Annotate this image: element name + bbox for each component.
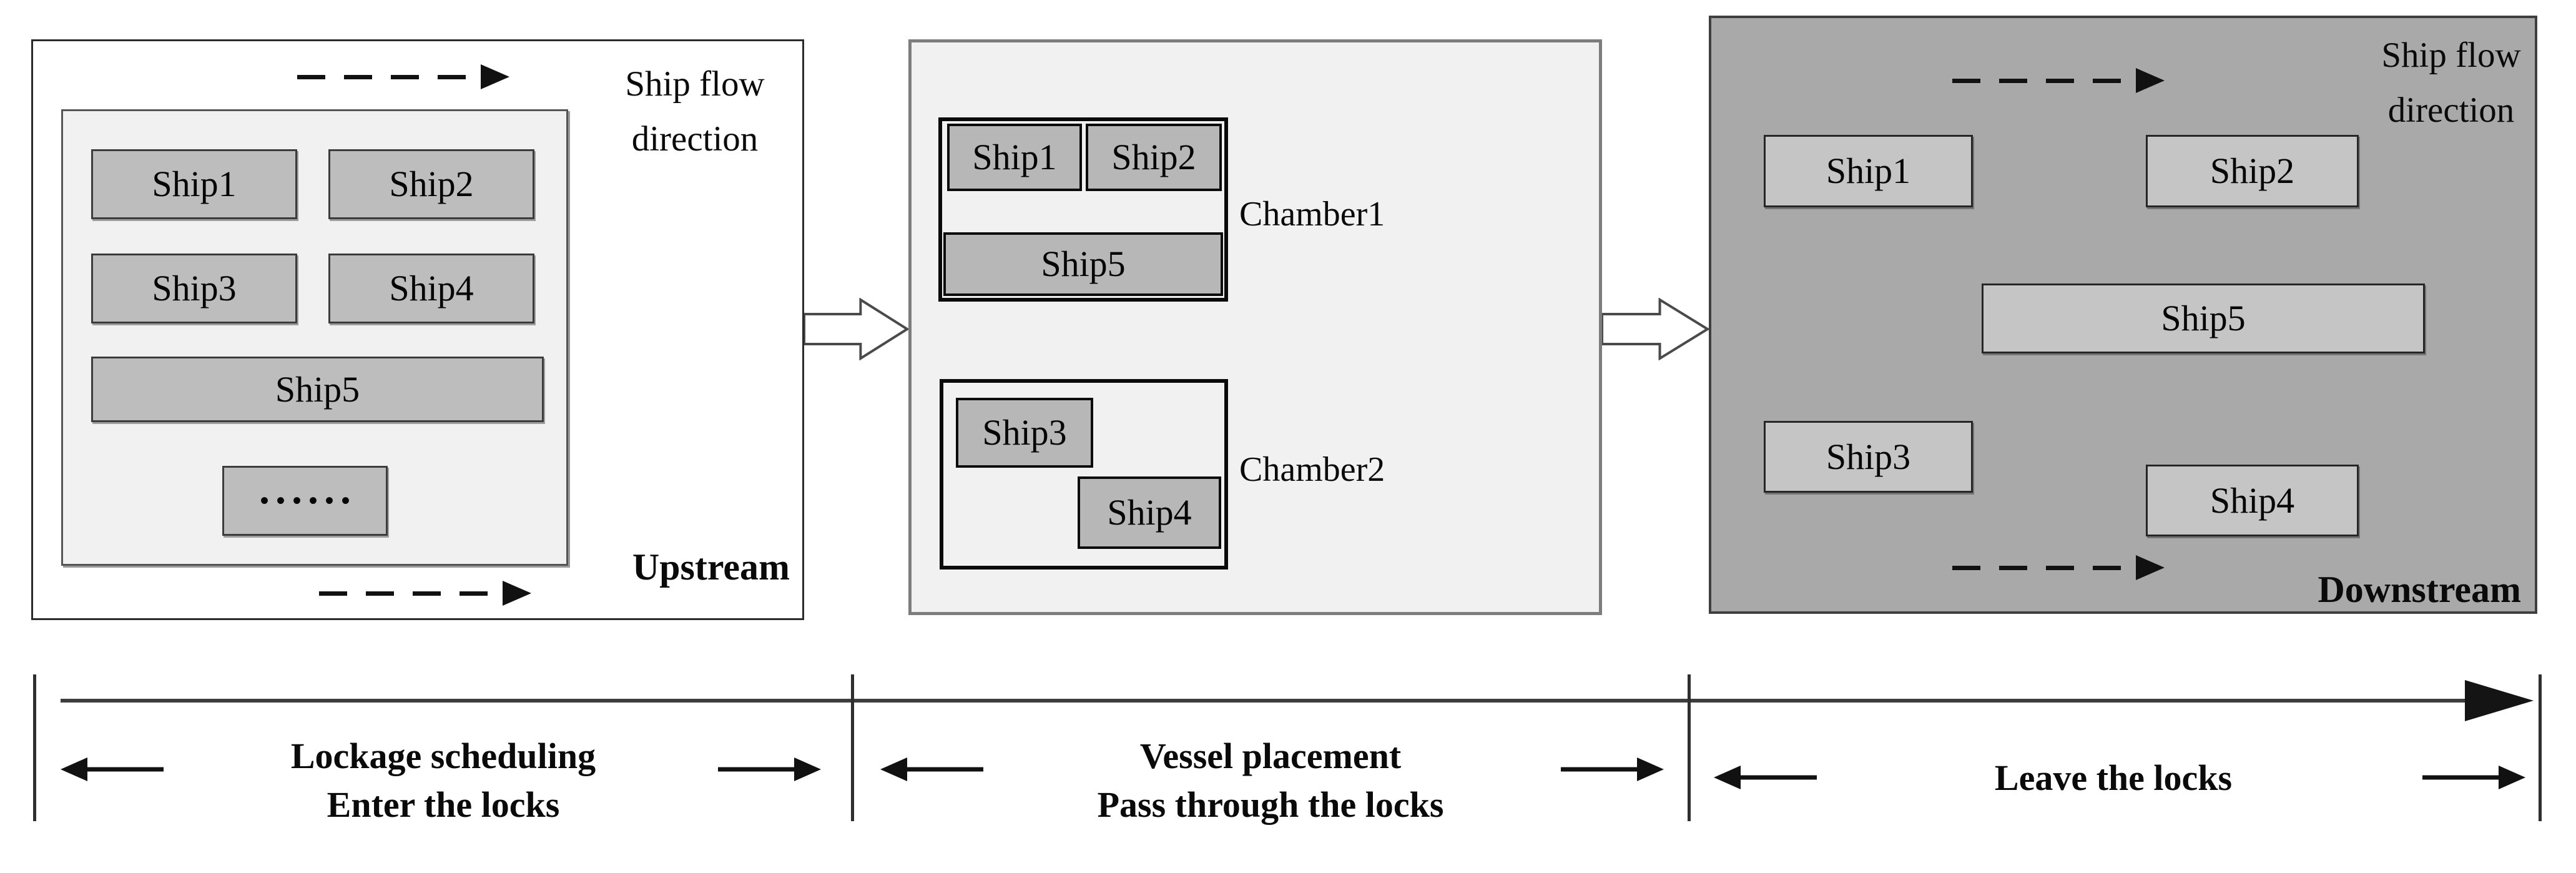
ship-box-chamber2-3: Ship3 [956, 398, 1093, 468]
phase-label-vessel-placement: Vessel placement Pass through the locks [1049, 732, 1492, 829]
ship-label: Ship5 [275, 368, 360, 410]
ellipsis-label: •••••• [260, 486, 358, 515]
timeline-left-arrow-icon [880, 756, 983, 783]
lock-panel: Ship1 Ship2 Ship5 Chamber1 Ship3 Ship4 C… [908, 39, 1602, 615]
phase-line: Lockage scheduling [290, 736, 596, 776]
phase-line: Pass through the locks [1097, 784, 1444, 825]
timeline-right-arrow-icon [2422, 764, 2525, 791]
ship-label: Ship1 [1826, 150, 1911, 191]
ship-label: Ship5 [1041, 244, 1126, 284]
phase-line: Leave the locks [1994, 757, 2233, 798]
timeline-left-arrow-icon [1714, 764, 1817, 791]
direction-line: direction [2387, 91, 2515, 130]
ship-box-downstream-2: Ship2 [2146, 135, 2359, 207]
ship-box-chamber2-4: Ship4 [1078, 476, 1221, 549]
downstream-label: Downstream [2318, 569, 2521, 610]
block-arrow-icon [1600, 297, 1710, 361]
ship-box-upstream-4: Ship4 [328, 254, 534, 323]
timeline-tick [1688, 674, 1691, 821]
flow-direction-arrow-icon [297, 64, 509, 89]
ship-label: Ship1 [152, 164, 237, 204]
timeline-arrowhead-icon [2465, 680, 2534, 721]
ship-box-downstream-5: Ship5 [1982, 284, 2425, 353]
timeline-tick [33, 674, 36, 821]
timeline-right-arrow-icon [1561, 756, 1664, 783]
ship-label: Ship5 [2161, 298, 2246, 338]
ship-label: Ship3 [152, 268, 237, 308]
chamber2-label: Chamber2 [1239, 450, 1385, 489]
chamber2-box: Ship3 Ship4 [940, 379, 1228, 570]
ship-label: Ship3 [1826, 436, 1911, 477]
ship-box-upstream-5: Ship5 [91, 357, 544, 422]
ship-label: Ship4 [1107, 492, 1192, 533]
flow-direction-arrow-icon [319, 581, 531, 606]
ship-flow-line: Ship flow [625, 64, 765, 104]
ship-label: Ship4 [2210, 480, 2295, 521]
downstream-panel: Ship flow direction Ship1 Ship2 Ship5 Sh… [1709, 16, 2537, 614]
ship-flow-direction-label: Ship flow direction [2364, 28, 2539, 138]
ship-flow-line: Ship flow [2381, 36, 2521, 75]
flow-direction-arrow-icon [1952, 555, 2165, 580]
timeline-right-arrow-icon [718, 756, 821, 783]
ship-label: Ship4 [389, 268, 474, 308]
phase-line: Vessel placement [1139, 736, 1402, 776]
ship-box-downstream-1: Ship1 [1764, 135, 1973, 207]
chamber1-box: Ship1 Ship2 Ship5 [938, 117, 1228, 302]
ship-box-chamber1-5: Ship5 [943, 232, 1223, 296]
phase-label-lockage-scheduling: Lockage scheduling Enter the locks [222, 732, 665, 829]
ship-label: Ship1 [972, 137, 1057, 177]
phase-line: Enter the locks [327, 784, 560, 825]
upstream-label: Upstream [632, 546, 790, 588]
block-arrow-icon [803, 297, 910, 361]
ship-box-chamber1-2: Ship2 [1086, 124, 1222, 191]
chamber1-label: Chamber1 [1239, 195, 1385, 234]
more-ships-box: •••••• [222, 466, 388, 536]
ship-label: Ship2 [2210, 150, 2295, 191]
ship-box-downstream-4: Ship4 [2146, 465, 2359, 536]
direction-line: direction [631, 119, 759, 159]
upstream-waiting-area: Ship1 Ship2 Ship3 Ship4 Ship5 •••••• [61, 109, 568, 566]
timeline-tick [2539, 674, 2542, 821]
upstream-panel: Ship flow direction Ship1 Ship2 Ship3 Sh… [31, 39, 804, 620]
ship-flow-direction-label: Ship flow direction [589, 57, 801, 167]
flow-direction-arrow-icon [1952, 68, 2165, 93]
ship-label: Ship2 [389, 164, 474, 204]
ship-box-upstream-3: Ship3 [91, 254, 297, 323]
ship-label: Ship2 [1111, 137, 1196, 177]
ship-box-upstream-1: Ship1 [91, 149, 297, 219]
timeline-tick [851, 674, 854, 821]
phase-label-leave-the-locks: Leave the locks [1892, 754, 2335, 802]
ship-box-chamber1-1: Ship1 [947, 124, 1082, 191]
ship-box-downstream-3: Ship3 [1764, 421, 1973, 493]
ship-box-upstream-2: Ship2 [328, 149, 534, 219]
timeline-left-arrow-icon [61, 756, 164, 783]
timeline-axis [61, 699, 2469, 703]
ship-label: Ship3 [982, 412, 1067, 453]
